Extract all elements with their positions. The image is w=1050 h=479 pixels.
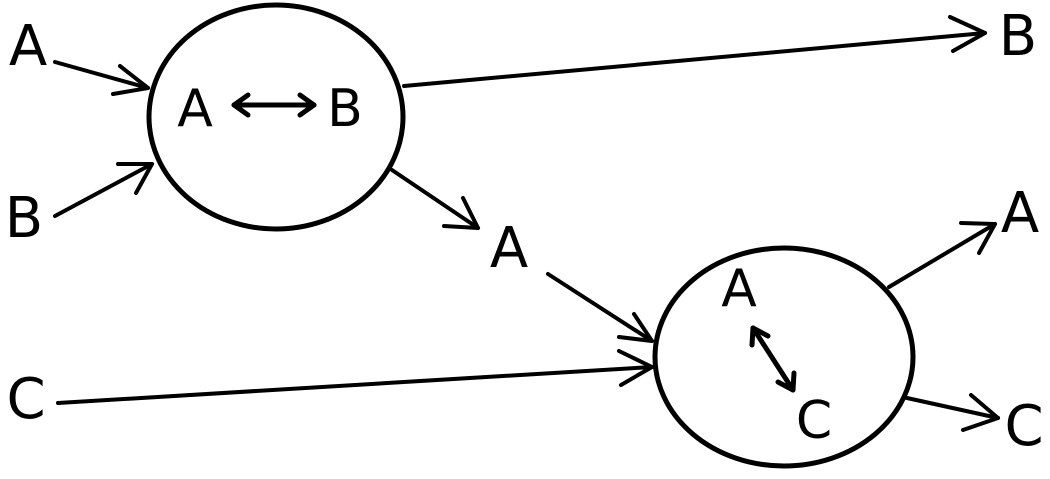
reaction-node-1: [146, 2, 406, 232]
input-label-b-1: B: [5, 186, 43, 251]
input-label-c-2: C: [6, 367, 45, 432]
node-1-bidirectional-arrow: [231, 92, 317, 118]
node-1-inner-label-b: B: [327, 79, 363, 139]
node-2-bidirectional-arrow: [749, 325, 797, 393]
node-1-inner-label-a: A: [177, 79, 213, 139]
output-label-c-2: C: [1004, 394, 1043, 459]
arrow-node-1-to-output-b: [402, 15, 987, 88]
output-label-b-1: B: [999, 4, 1037, 69]
arrow-input-b-to-node-1: [53, 162, 154, 218]
arrow-intermediate-a-to-node-2: [546, 272, 654, 343]
reaction-node-2: [652, 245, 916, 469]
arrow-input-c-to-node-2: [56, 349, 654, 405]
output-label-a-2: A: [1001, 181, 1039, 246]
node-2-inner-label-c: C: [796, 391, 832, 451]
arrow-node-2-to-output-c: [905, 393, 1000, 432]
arrow-input-a-to-node-1: [53, 60, 150, 96]
arrow-node-1-to-intermediate-a: [390, 168, 480, 230]
arrow-node-2-to-output-a: [887, 221, 997, 289]
intermediate-label-a: A: [490, 216, 528, 281]
input-label-a-1: A: [9, 14, 47, 79]
node-2-inner-label-a: A: [721, 259, 757, 319]
